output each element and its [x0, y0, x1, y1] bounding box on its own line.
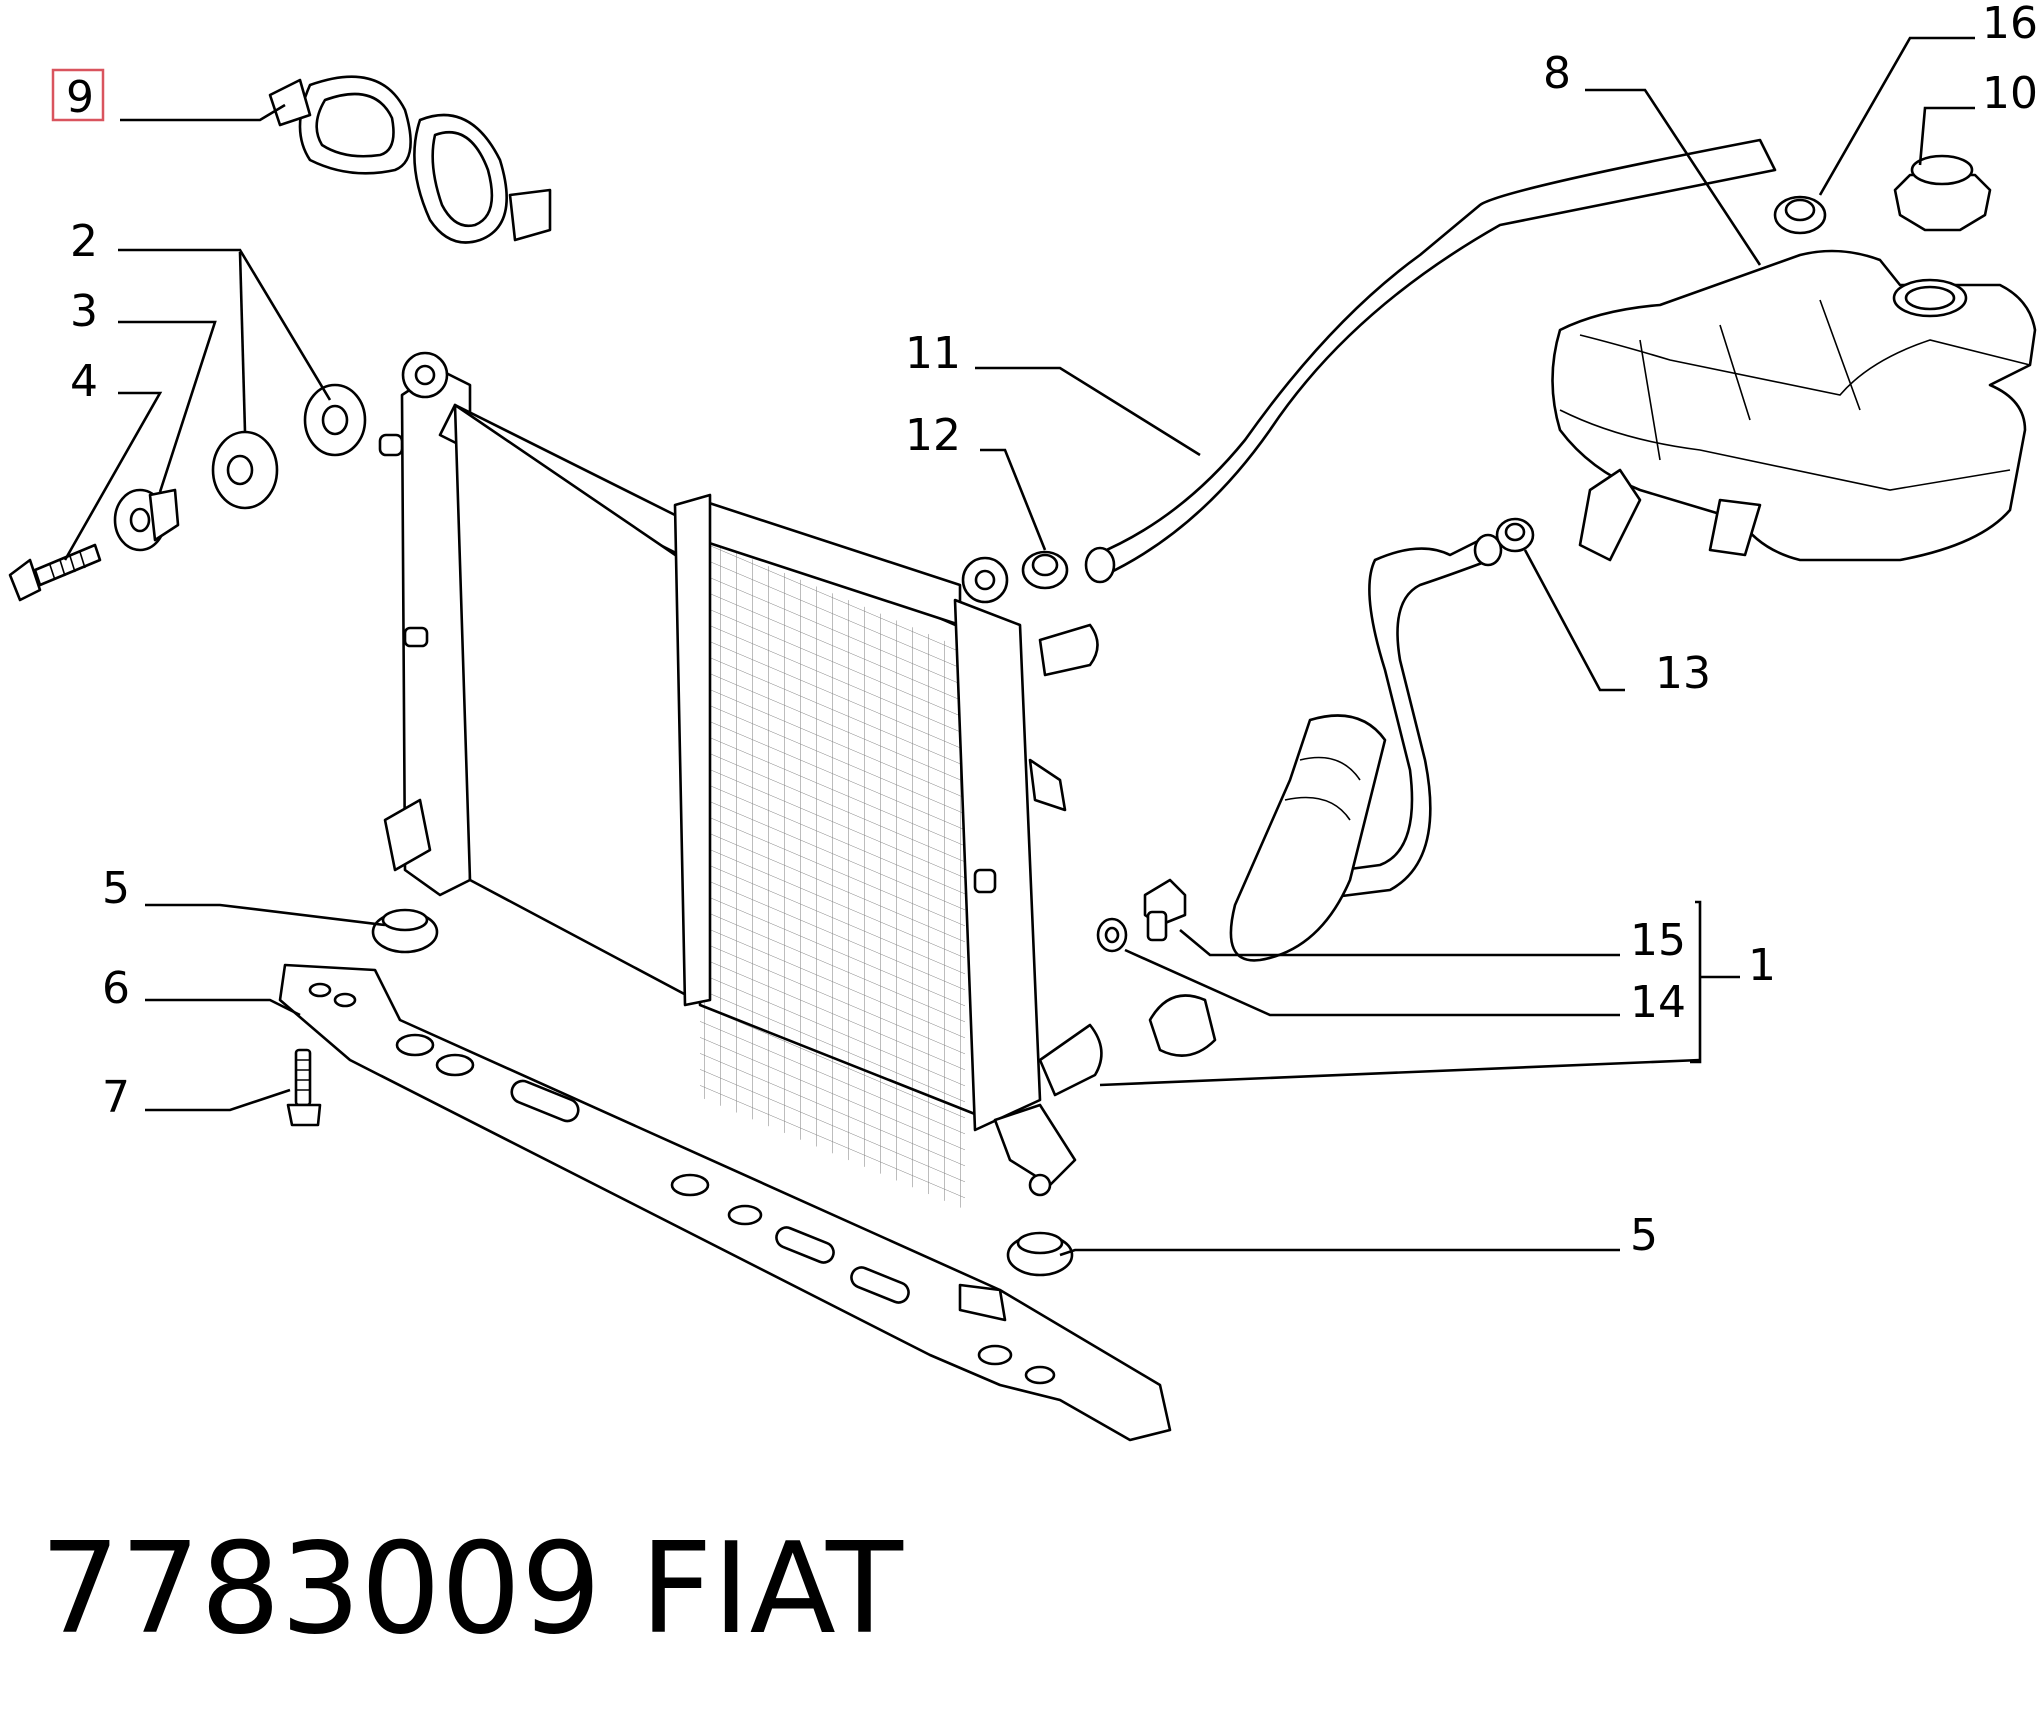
washer-3 — [113, 488, 180, 552]
clamp-12 — [1021, 550, 1069, 590]
callout-8: 8 — [1543, 48, 1571, 99]
highlight-box — [51, 68, 105, 122]
grommet-2-lower — [211, 430, 279, 510]
brand-name: FIAT — [640, 1515, 904, 1662]
part-number: 7783009 — [40, 1515, 601, 1662]
callout-7: 7 — [102, 1072, 130, 1123]
callout-12: 12 — [905, 410, 961, 461]
callout-2: 2 — [70, 216, 98, 267]
tank-cap-10 — [1893, 154, 1992, 232]
callout-11: 11 — [905, 328, 961, 379]
cross-member — [278, 963, 1172, 1442]
washer-14 — [1096, 917, 1128, 953]
callout-10: 10 — [1982, 68, 2038, 119]
leader-lines — [63, 36, 1975, 1257]
callout-1: 1 — [1748, 940, 1776, 991]
grommet-5-upper — [371, 908, 439, 954]
callout-13: 13 — [1655, 648, 1711, 699]
expansion-tank — [1551, 249, 2037, 562]
callout-9: 9 — [66, 72, 94, 123]
callout-5-upper: 5 — [102, 863, 130, 914]
callout-15: 15 — [1630, 915, 1686, 966]
hose-clip — [268, 75, 552, 244]
bolt-4 — [8, 543, 102, 602]
lower-hose-13 — [1303, 533, 1503, 902]
callout-6: 6 — [102, 963, 130, 1014]
callout-16: 16 — [1982, 0, 2038, 49]
radiator-core — [383, 351, 1103, 1210]
outlet-hose — [1148, 714, 1387, 1057]
grommet-5-lower — [1006, 1231, 1074, 1277]
clamp-16 — [1773, 195, 1827, 235]
screw-7 — [286, 1048, 322, 1127]
callout-5-lower: 5 — [1630, 1210, 1658, 1261]
grommet-2-upper — [303, 383, 404, 457]
drain-plug-15 — [1143, 878, 1187, 942]
callout-3: 3 — [70, 286, 98, 337]
callout-4: 4 — [70, 356, 98, 407]
callout-14: 14 — [1630, 977, 1686, 1028]
clamp-13 — [1495, 517, 1535, 553]
